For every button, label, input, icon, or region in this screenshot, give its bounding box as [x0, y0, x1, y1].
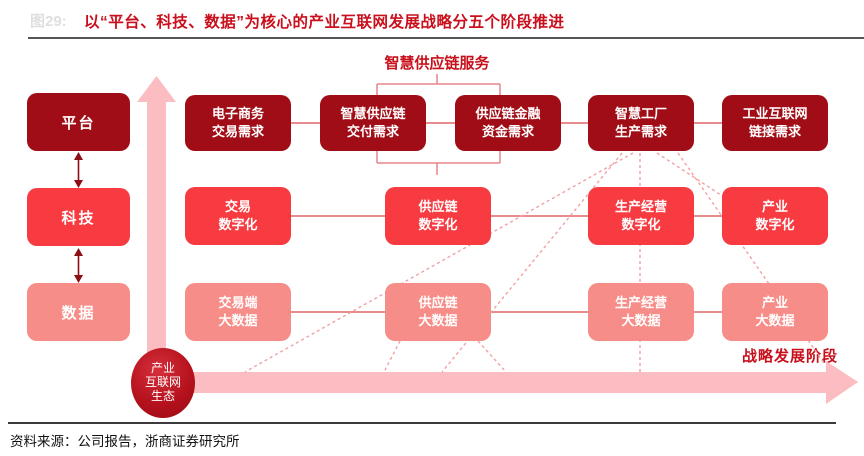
axis-box-platform: 平台 — [27, 93, 130, 151]
footer-divider — [8, 422, 836, 424]
box-digital-trade: 交易数字化 — [185, 187, 291, 245]
platform-label: 平台 — [61, 114, 96, 132]
box-digital-supply-chain: 供应链数字化 — [385, 187, 491, 245]
figure-number-label: 图29: — [30, 13, 67, 30]
axis-box-technology: 科技 — [27, 188, 130, 246]
box-digital-industry: 产业数字化 — [722, 187, 828, 245]
box-bigdata-industry: 产业大数据 — [722, 283, 828, 341]
box-demand-supply-finance-capital: 供应链金融资金需求 — [455, 95, 561, 151]
box-bigdata-trade-side: 交易端大数据 — [185, 283, 291, 341]
box-demand-industrial-internet-link: 工业互联网链接需求 — [722, 95, 828, 151]
technology-label: 科技 — [61, 209, 96, 227]
title-divider — [28, 37, 864, 39]
vertical-axis-arrow — [137, 76, 176, 392]
double-arrow-platform-tech — [74, 152, 83, 188]
x-axis-label-strategy-stages: 战略发展阶段 — [741, 348, 838, 365]
horizontal-axis-arrow — [163, 361, 858, 404]
double-arrow-tech-data — [74, 248, 83, 283]
origin-circle-industrial-internet-ecosystem: 产业 互联网 生态 — [131, 348, 195, 418]
smart-supply-chain-services-label: 智慧供应链服务 — [384, 55, 490, 72]
source-note: 资料来源：公司报告，浙商证券研究所 — [10, 434, 240, 449]
data-label: 数据 — [61, 304, 96, 322]
box-demand-smart-supply-delivery: 智慧供应链交付需求 — [320, 95, 426, 151]
box-digital-production-operation: 生产经营数字化 — [588, 187, 694, 245]
bracket-top — [376, 74, 501, 95]
box-demand-ecommerce-trade: 电子商务交易需求 — [185, 95, 291, 151]
axis-box-data: 数据 — [27, 283, 130, 341]
box-bigdata-supply-chain: 供应链大数据 — [385, 283, 491, 341]
box-demand-smart-factory-production: 智慧工厂生产需求 — [588, 95, 694, 151]
box-bigdata-production-operation: 生产经营大数据 — [588, 283, 694, 341]
figure-title: 以“平台、科技、数据”为核心的产业互联网发展战略分五个阶段推进 — [84, 14, 565, 31]
bracket-bottom — [376, 151, 501, 175]
